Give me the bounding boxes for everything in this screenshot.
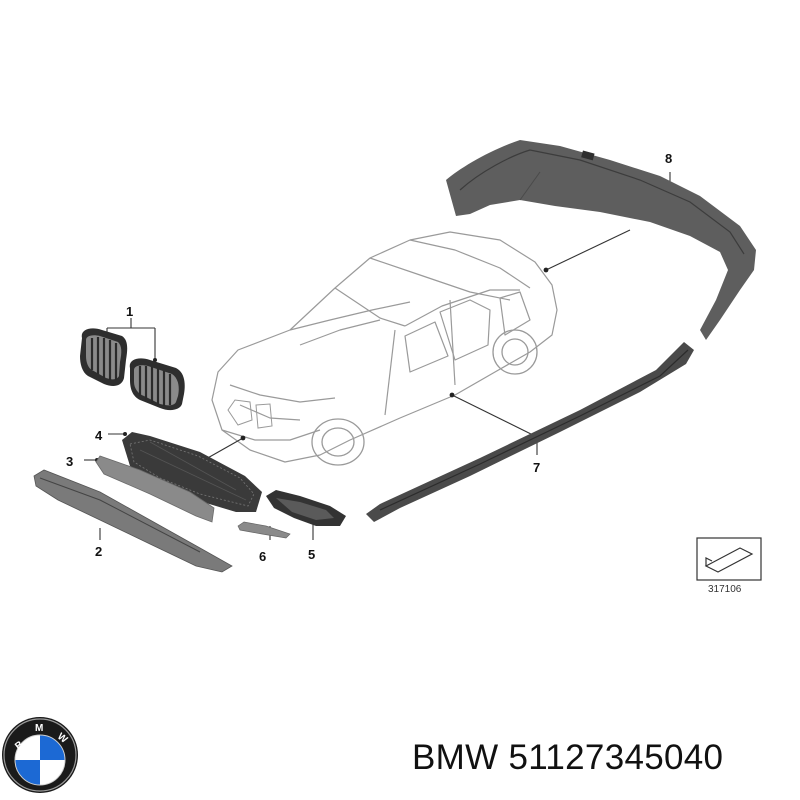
callout-8: 8	[665, 151, 672, 166]
car-grille-hint	[227, 399, 273, 429]
part-5-side-grille	[266, 490, 346, 526]
callout-3: 3	[66, 454, 73, 469]
part-7-side-sill	[366, 342, 694, 522]
car-wheels	[311, 329, 538, 466]
diagram-reference-number: 317106	[708, 584, 742, 595]
part-1-kidney-grille	[80, 328, 185, 411]
callout-4: 4	[95, 428, 103, 443]
part-number: 51127345040	[508, 738, 724, 777]
part-2-lower-spoiler	[33, 469, 233, 573]
brand-name: BMW	[412, 738, 499, 777]
part-caption: BMW 51127345040	[412, 738, 723, 778]
callout-5: 5	[308, 547, 315, 562]
part-4-center-grille	[122, 432, 262, 512]
svg-text:M: M	[35, 723, 43, 734]
part-6-small-trim	[237, 521, 291, 539]
diagram-reference-box	[696, 537, 762, 581]
car-outline	[211, 231, 558, 463]
callout-1: 1	[126, 304, 133, 319]
bmw-logo: B M W	[2, 717, 78, 793]
part-3-trim-strip	[95, 455, 215, 523]
callout-6: 6	[259, 549, 266, 564]
part-8-rear-bumper	[446, 140, 756, 340]
callout-2: 2	[95, 544, 102, 559]
callout-7: 7	[533, 460, 540, 475]
